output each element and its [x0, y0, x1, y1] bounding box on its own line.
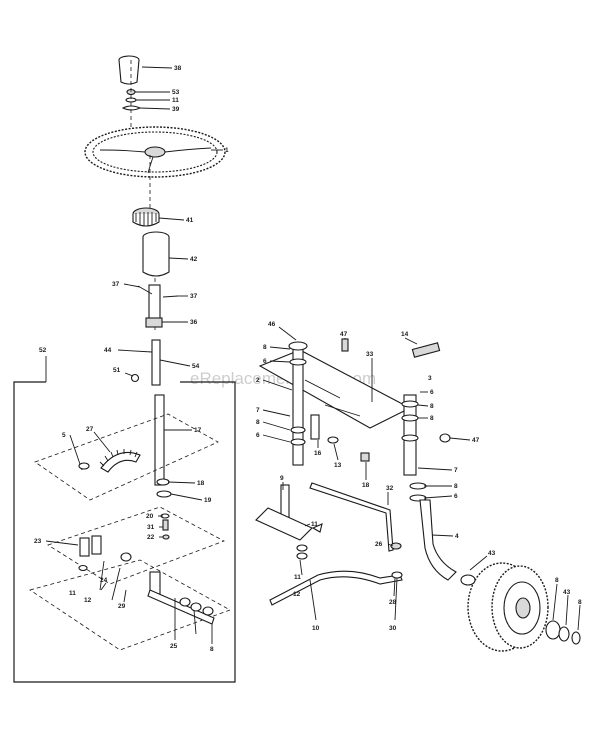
callout-10: 10 [312, 625, 320, 632]
callout-3: 3 [428, 375, 432, 382]
tie-rod-fittings [296, 542, 402, 560]
callout-8: 8 [210, 646, 214, 653]
callout-37: 37 [190, 293, 198, 300]
column-sleeve [142, 231, 170, 277]
callout-51: 51 [113, 367, 121, 374]
callout-8: 8 [430, 403, 434, 410]
callout-14: 14 [401, 331, 409, 338]
callout-29: 29 [118, 603, 126, 610]
callout-8: 8 [555, 577, 559, 584]
callout-2: 2 [256, 377, 260, 384]
callout-28: 28 [389, 599, 397, 606]
drag-link [309, 482, 394, 552]
pivot-assembly [78, 535, 215, 635]
callout-8: 8 [263, 344, 267, 351]
inset-frame [13, 356, 236, 683]
callout-33: 33 [366, 351, 374, 358]
callout-11: 11 [294, 574, 301, 581]
callout-11: 11 [172, 97, 179, 104]
callout-42: 42 [190, 256, 198, 263]
callout-8: 8 [454, 483, 458, 490]
callout-44: 44 [104, 347, 112, 354]
callout-12: 12 [293, 591, 301, 598]
callout-labels: 38 53 11 39 1 41 42 37 37 36 52 44 51 54… [34, 65, 582, 653]
callout-1: 1 [225, 147, 229, 154]
pivot-pin [310, 414, 451, 462]
callout-13: 13 [334, 462, 342, 469]
callout-43: 43 [488, 550, 496, 557]
callout-41: 41 [186, 217, 194, 224]
callout-12: 12 [84, 597, 92, 604]
callout-11: 11 [69, 590, 76, 597]
steering-wheel [84, 126, 226, 178]
callout-18: 18 [197, 480, 205, 487]
callout-31: 31 [147, 524, 155, 531]
callout-8: 8 [578, 599, 582, 606]
callout-43: 43 [563, 589, 571, 596]
callout-5: 5 [62, 432, 66, 439]
callout-39: 39 [172, 106, 180, 113]
steering-retainer [121, 105, 142, 111]
callout-4: 4 [455, 533, 459, 540]
pinion-gear [132, 207, 160, 227]
callout-22: 22 [147, 534, 155, 541]
callout-26: 26 [375, 541, 383, 548]
callout-8: 8 [256, 419, 260, 426]
callout-18: 18 [362, 482, 370, 489]
callout-47: 47 [340, 331, 348, 338]
callout-27: 27 [86, 426, 94, 433]
left-spindle [255, 341, 313, 541]
callout-7: 7 [256, 407, 260, 414]
callout-54: 54 [192, 363, 200, 370]
callout-30: 30 [389, 625, 397, 632]
callout-11: 11 [311, 521, 318, 528]
top-bolt [411, 342, 441, 358]
callout-6: 6 [256, 432, 260, 439]
callout-8: 8 [430, 415, 434, 422]
callout-46: 46 [268, 321, 276, 328]
callout-37: 37 [112, 281, 120, 288]
wheel-hardware [460, 574, 581, 645]
callout-20: 20 [146, 513, 154, 520]
right-spindle [401, 394, 457, 581]
callout-47: 47 [472, 437, 480, 444]
callout-53: 53 [172, 89, 180, 96]
callout-7: 7 [454, 467, 458, 474]
callout-17: 17 [194, 427, 202, 434]
callout-6: 6 [454, 493, 458, 500]
hex-bolt [341, 338, 349, 352]
tie-rod [269, 570, 403, 606]
callout-24: 24 [100, 577, 108, 584]
callout-36: 36 [190, 319, 198, 326]
callout-19: 19 [204, 497, 212, 504]
callout-32: 32 [386, 485, 394, 492]
callout-23: 23 [34, 538, 42, 545]
callout-25: 25 [170, 643, 178, 650]
leader-lines [45, 66, 581, 644]
callout-6: 6 [263, 358, 267, 365]
callout-38: 38 [174, 65, 182, 72]
steering-cap [118, 55, 140, 85]
sector-gear [99, 449, 141, 473]
shaft-coupling [137, 284, 179, 328]
callout-9: 9 [280, 475, 284, 482]
callout-6: 6 [430, 389, 434, 396]
front-wheel [467, 562, 549, 652]
callout-16: 16 [314, 450, 322, 457]
callout-52: 52 [39, 347, 47, 354]
lower-steering-shaft [130, 339, 191, 486]
